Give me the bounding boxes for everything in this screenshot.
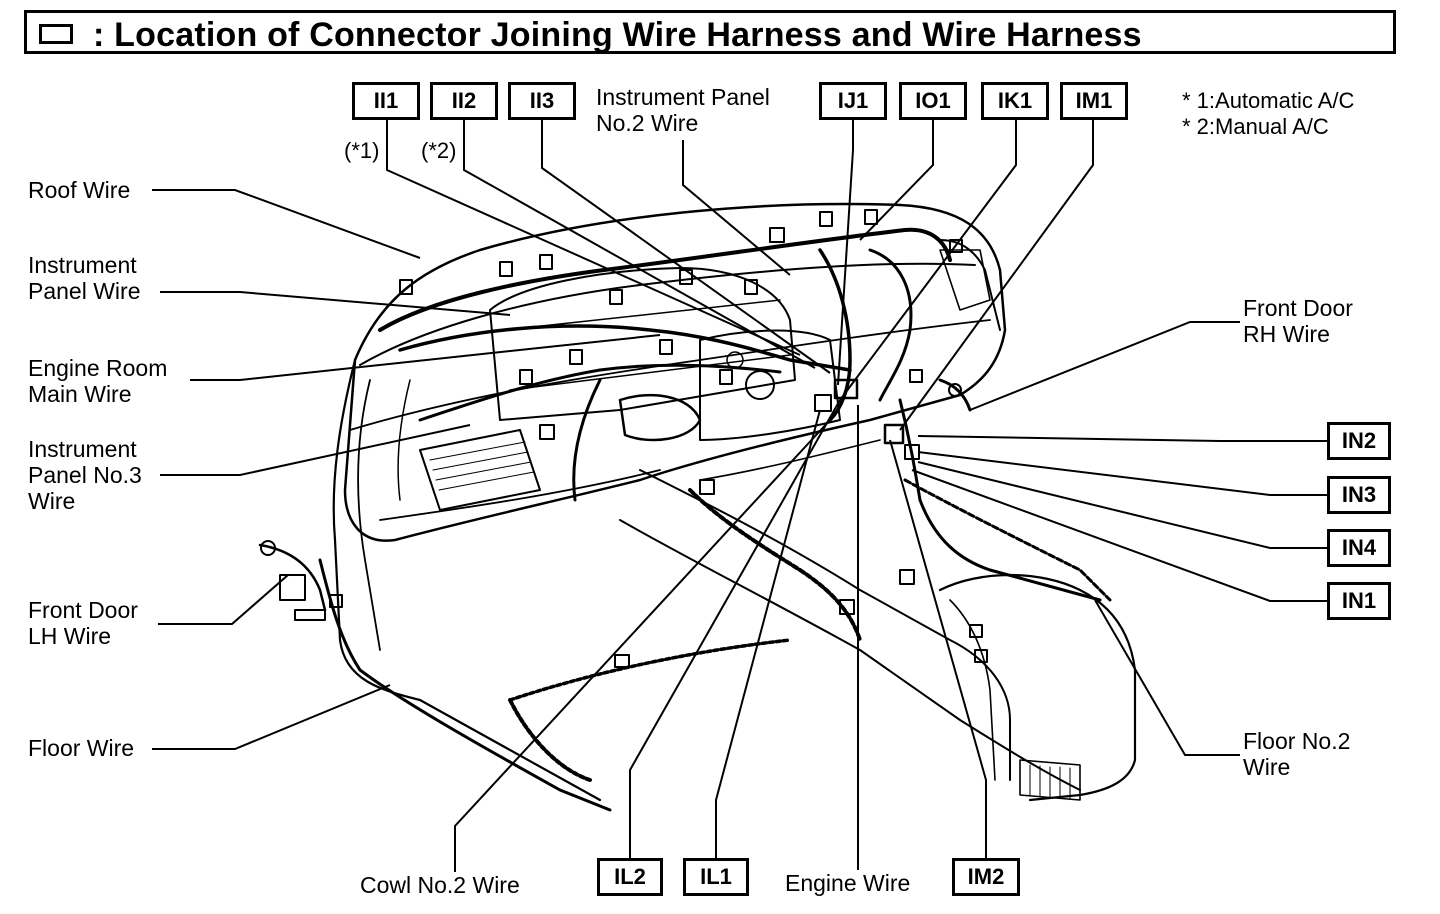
leader-IN2 <box>917 435 1327 442</box>
label-roof-wire: Roof Wire <box>28 177 131 203</box>
connector-IL2: IL2 <box>597 858 663 896</box>
connector-IO1: IO1 <box>899 82 967 120</box>
connector-IJ1: IJ1 <box>819 82 887 120</box>
note-automatic-ac: * 1:Automatic A/C <box>1182 88 1355 113</box>
leader-IN3 <box>917 451 1327 496</box>
connector-IM2: IM2 <box>952 858 1020 896</box>
label-engine-room-main-wire: Engine Room Main Wire <box>28 355 168 407</box>
connector-II2: II2 <box>430 82 498 120</box>
title-box: : Location of Connector Joining Wire Har… <box>24 10 1396 54</box>
leader-cowl-no2-wire <box>454 419 831 872</box>
leader-floor-no2-wire <box>1094 599 1240 756</box>
leader-IO1 <box>859 120 934 241</box>
leader-IM1 <box>899 120 1094 431</box>
leader-IN4 <box>917 461 1327 549</box>
leader-II1 <box>386 120 801 356</box>
connector-symbol-icon <box>39 24 73 44</box>
leader-IL1 <box>715 409 821 858</box>
connector-IN2: IN2 <box>1327 422 1391 460</box>
connector-II3: II3 <box>508 82 576 120</box>
label-instrument-panel-wire: Instrument Panel Wire <box>28 252 141 304</box>
label-floor-wire: Floor Wire <box>28 735 135 761</box>
label-instrument-panel-no2-wire: Instrument Panel No.2 Wire <box>596 84 770 136</box>
connector-II1: II1 <box>352 82 420 120</box>
leader-roof-wire <box>152 189 421 259</box>
label-engine-wire: Engine Wire <box>785 870 911 896</box>
connector-IK1: IK1 <box>981 82 1049 120</box>
leader-IK1 <box>839 120 1017 401</box>
leader-floor-wire <box>152 684 391 750</box>
connector-IL1: IL1 <box>683 858 749 896</box>
connector-IM1: IM1 <box>1060 82 1128 120</box>
leader-IM2 <box>889 439 987 858</box>
label-instrument-panel-no3-wire: Instrument Panel No.3 Wire <box>28 436 142 514</box>
leader-IJ1 <box>837 120 854 386</box>
connector-IN4: IN4 <box>1327 529 1391 567</box>
leader-front-door-rh-wire <box>969 321 1240 411</box>
note-star2: (*2) <box>421 138 457 163</box>
label-cowl-no2-wire: Cowl No.2 Wire <box>360 872 520 898</box>
leader-II2 <box>463 120 816 369</box>
leader-instrument-panel-no3-wire <box>160 424 471 476</box>
leader-IN1 <box>911 469 1327 602</box>
leader-IL2 <box>629 399 841 858</box>
connector-IN1: IN1 <box>1327 582 1391 620</box>
note-manual-ac: * 2:Manual A/C <box>1182 114 1329 139</box>
leader-instrument-panel-wire <box>160 291 511 316</box>
connector-IN3: IN3 <box>1327 476 1391 514</box>
label-front-door-lh-wire: Front Door LH Wire <box>28 597 138 649</box>
leader-front-door-lh-wire <box>158 574 289 625</box>
leader-instrument-panel-no2-wire <box>682 140 791 276</box>
label-floor-no2-wire: Floor No.2 Wire <box>1243 728 1351 780</box>
leader-II3 <box>541 120 831 374</box>
diagram-title: : Location of Connector Joining Wire Har… <box>93 16 1142 54</box>
note-star1: (*1) <box>344 138 380 163</box>
leader-engine-room-main-wire <box>190 334 661 381</box>
label-front-door-rh-wire: Front Door RH Wire <box>1243 295 1353 347</box>
